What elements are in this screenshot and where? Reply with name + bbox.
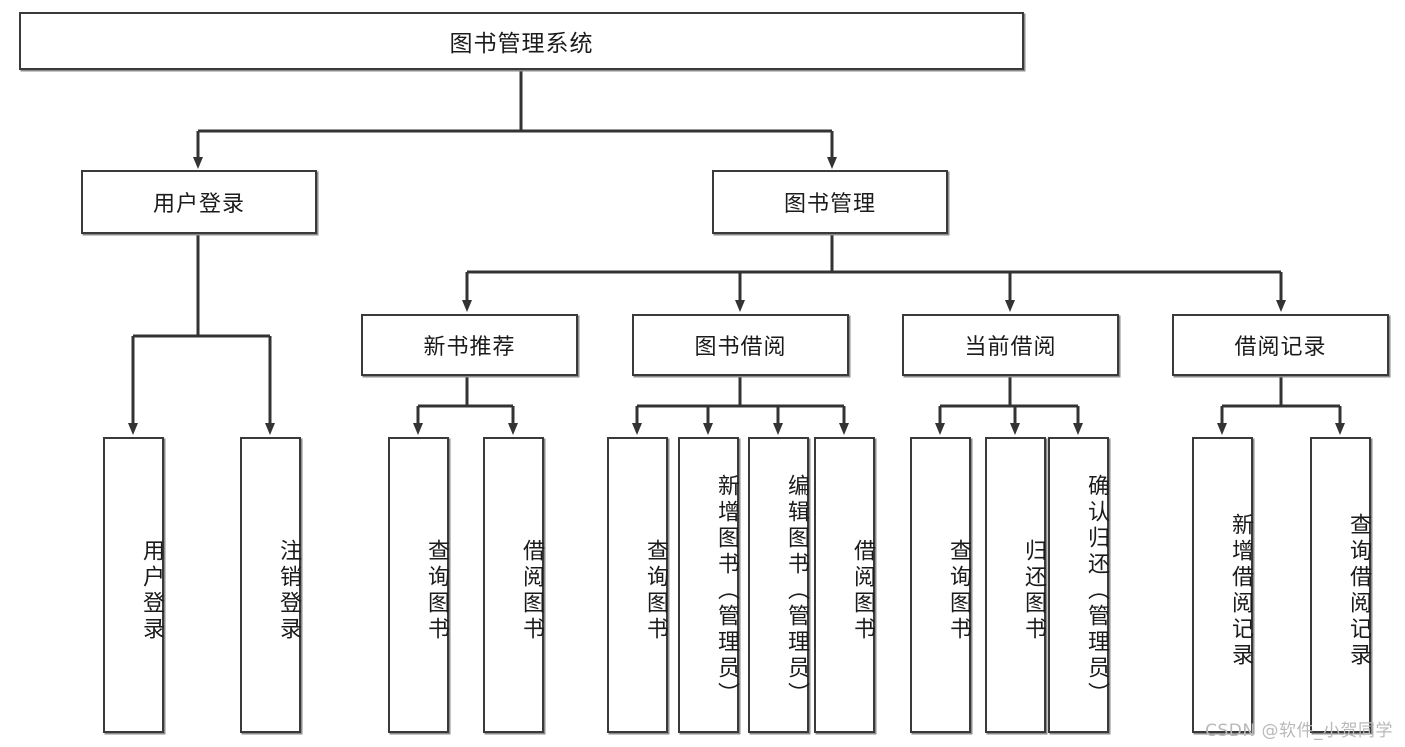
leaf-current-borrow-1[interactable]: 查询图书	[910, 437, 971, 733]
leaf-borrow-records-2-label: 查询借阅记录	[1346, 513, 1371, 669]
leaf-new-book-1-label: 查询图书	[424, 539, 449, 643]
node-user-login[interactable]: 用户登录	[81, 170, 317, 234]
leaf-book-borrow-3-label: 编辑图书（管理员）	[784, 474, 809, 708]
leaf-new-book-1[interactable]: 查询图书	[388, 437, 449, 733]
node-current-borrow[interactable]: 当前借阅	[902, 314, 1119, 376]
node-new-book-recommend-label: 新书推荐	[423, 335, 516, 360]
leaf-book-borrow-1-label: 查询图书	[643, 539, 668, 643]
node-current-borrow-label: 当前借阅	[964, 335, 1057, 360]
leaf-user-login-1[interactable]: 用户登录	[103, 437, 164, 733]
leaf-current-borrow-2-label: 归还图书	[1021, 539, 1046, 643]
leaf-current-borrow-2[interactable]: 归还图书	[985, 437, 1046, 733]
leaf-borrow-records-1-label: 新增借阅记录	[1228, 513, 1253, 669]
leaf-current-borrow-3-label: 确认归还（管理员）	[1084, 474, 1109, 708]
node-borrow-records[interactable]: 借阅记录	[1172, 314, 1389, 376]
leaf-user-login-2[interactable]: 注销登录	[240, 437, 301, 733]
leaf-new-book-2-label: 借阅图书	[519, 539, 544, 643]
leaf-new-book-2[interactable]: 借阅图书	[483, 437, 544, 733]
leaf-borrow-records-2[interactable]: 查询借阅记录	[1310, 437, 1371, 733]
node-user-login-label: 用户登录	[152, 192, 245, 217]
leaf-book-borrow-2-label: 新增图书（管理员）	[714, 474, 739, 708]
leaf-book-borrow-1[interactable]: 查询图书	[607, 437, 668, 733]
leaf-current-borrow-3[interactable]: 确认归还（管理员）	[1048, 437, 1109, 733]
node-root-label: 图书管理系统	[449, 31, 594, 57]
leaf-book-borrow-4[interactable]: 借阅图书	[814, 437, 875, 733]
leaf-user-login-2-label: 注销登录	[276, 539, 301, 643]
leaf-book-borrow-2[interactable]: 新增图书（管理员）	[678, 437, 739, 733]
node-book-borrow-label: 图书借阅	[694, 335, 787, 360]
node-book-borrow[interactable]: 图书借阅	[632, 314, 849, 376]
leaf-borrow-records-1[interactable]: 新增借阅记录	[1192, 437, 1253, 733]
node-root[interactable]: 图书管理系统	[19, 12, 1024, 70]
leaf-user-login-1-label: 用户登录	[139, 539, 164, 643]
node-book-management-label: 图书管理	[783, 192, 876, 217]
node-borrow-records-label: 借阅记录	[1234, 335, 1327, 360]
leaf-current-borrow-1-label: 查询图书	[946, 539, 971, 643]
node-new-book-recommend[interactable]: 新书推荐	[361, 314, 578, 376]
watermark: CSDN @软件_小贺同学	[1205, 721, 1393, 741]
leaf-book-borrow-3[interactable]: 编辑图书（管理员）	[748, 437, 809, 733]
leaf-book-borrow-4-label: 借阅图书	[850, 539, 875, 643]
node-book-management[interactable]: 图书管理	[712, 170, 948, 234]
